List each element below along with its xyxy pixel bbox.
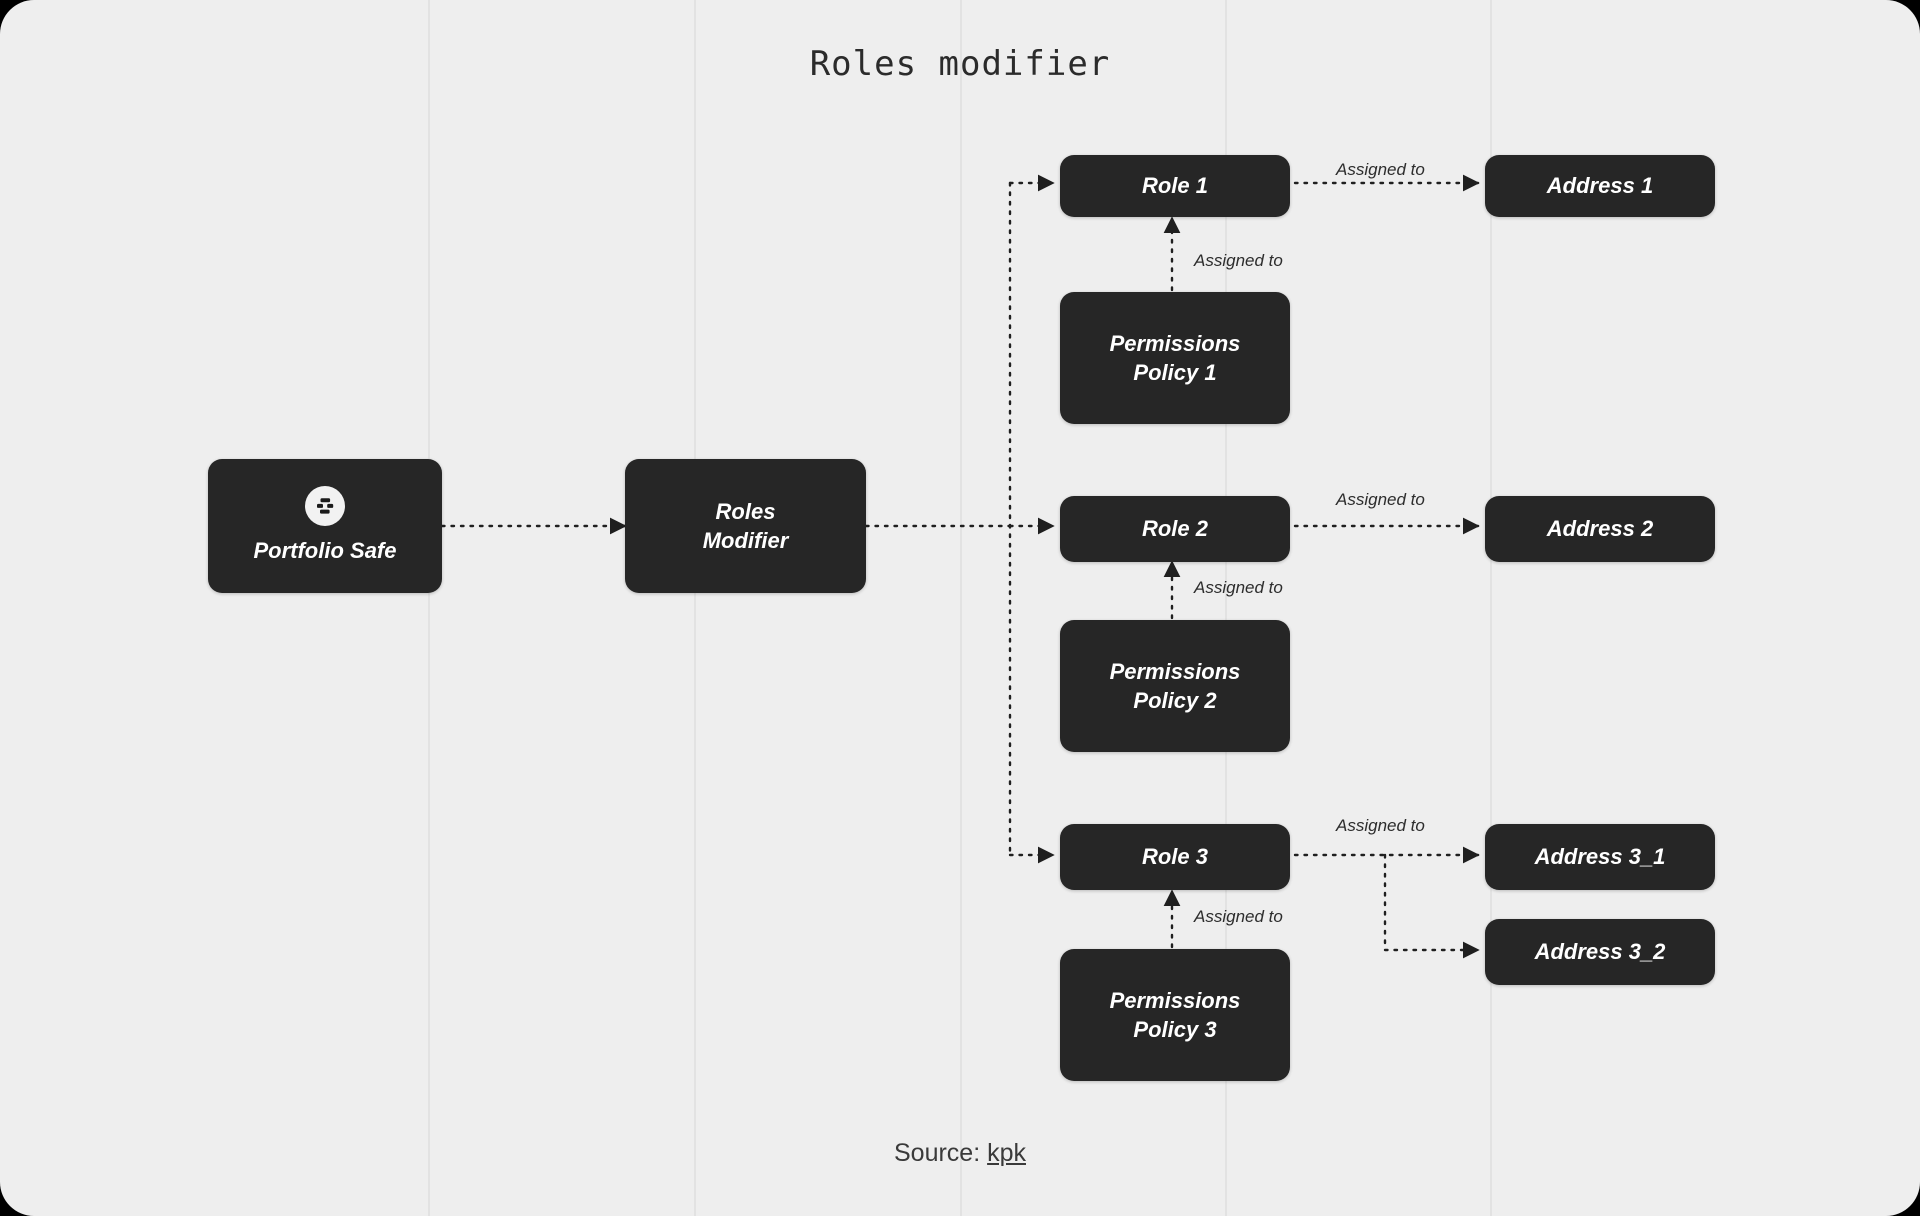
edge-label-role-1-to-address-1: Assigned to [1336,160,1425,179]
node-roles-modifier[interactable]: Roles Modifier [625,459,866,593]
edge-role-3-to-address-3-2 [1383,853,1480,959]
node-address-3-2[interactable]: Address 3_2 [1485,919,1715,985]
node-permissions-policy-2-label-line-2: Policy 2 [1133,688,1217,713]
gridline-3 [960,0,962,1216]
node-role-3[interactable]: Role 3 [1060,824,1290,890]
node-permissions-policy-1-label-line-1: Permissions [1109,330,1241,356]
edge-label-policy-2-to-role-2: Assigned to [1194,578,1283,597]
node-permissions-policy-1-label-line-2: Policy 1 [1133,360,1217,385]
node-permissions-policy-2-label-line-1: Permissions [1109,658,1241,684]
node-address-3-1[interactable]: Address 3_1 [1485,824,1715,890]
node-portfolio-safe-label: Portfolio Safe [253,538,397,564]
source-link[interactable]: kpk [987,1139,1026,1167]
node-role-1-label: Role 1 [1141,173,1209,199]
node-address-3-1-label: Address 3_1 [1534,844,1666,870]
node-roles-modifier-label-line-2: Modifier [702,528,789,553]
node-role-1[interactable]: Role 1 [1060,155,1290,217]
edge-label-policy-3-to-role-3: Assigned to [1194,907,1283,926]
gridline-2 [694,0,696,1216]
node-role-2[interactable]: Role 2 [1060,496,1290,562]
node-roles-modifier-label-line-1: Roles [715,498,776,524]
source-attribution: Source: kpk [0,1139,1920,1168]
node-address-2[interactable]: Address 2 [1485,496,1715,562]
edge-label-role-2-to-address-2: Assigned to [1336,490,1425,509]
page-title: Roles modifier [809,44,1111,84]
node-address-2-label: Address 2 [1546,516,1654,542]
edge-label-policy-1-to-role-1: Assigned to [1194,251,1283,270]
edge-label-role-3-to-address-3: Assigned to [1336,816,1425,835]
source-prefix: Source: [893,1139,988,1167]
node-portfolio-safe[interactable]: Portfolio Safe [208,459,442,593]
node-role-3-label: Role 3 [1141,844,1209,870]
node-address-1[interactable]: Address 1 [1485,155,1715,217]
node-permissions-policy-1[interactable]: Permissions Policy 1 [1060,292,1290,424]
gridline-1 [428,0,430,1216]
node-role-2-label: Role 2 [1141,516,1209,542]
safe-logo-icon [305,486,345,527]
node-permissions-policy-3-label-line-1: Permissions [1109,987,1241,1013]
node-address-1-label: Address 1 [1546,173,1654,199]
node-permissions-policy-3-label-line-2: Policy 3 [1133,1017,1217,1042]
node-permissions-policy-3[interactable]: Permissions Policy 3 [1060,949,1290,1081]
node-permissions-policy-2[interactable]: Permissions Policy 2 [1060,620,1290,752]
node-address-3-2-label: Address 3_2 [1534,939,1666,965]
